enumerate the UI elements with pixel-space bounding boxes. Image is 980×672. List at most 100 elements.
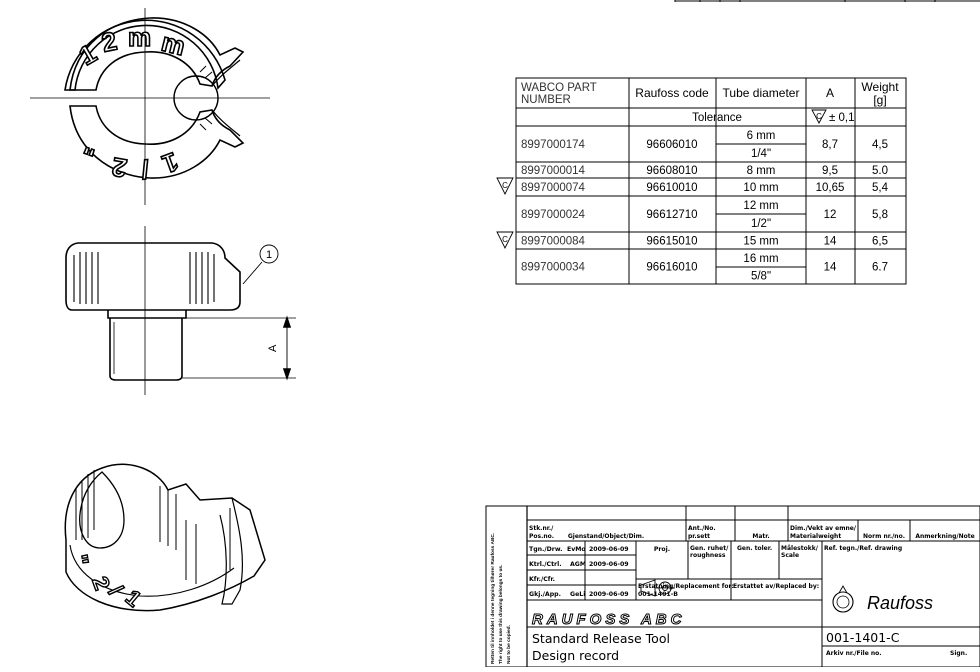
row-tube-diameter-inch: 5/8" [751,270,771,282]
row-part-number: 8997000074 [521,182,586,194]
drawing-number: 001-1401-C [826,630,900,645]
side-note-2: The right to use this drawing belongs to… [498,565,504,664]
row-tube-diameter: 12 mm [743,200,778,212]
top-view-text: 1 2 m m " 2 / 1 [73,21,189,185]
header-weight: Weight [861,80,899,94]
gen-toler-label: Gen. toler. [737,545,772,552]
tolerance-label: Tolerance [692,112,742,124]
sign-label: Sign. [950,650,967,657]
stk-nr-label: Stk.nr./ [529,525,554,532]
roughness-label: roughness [690,552,726,559]
header-weight-unit: [g] [873,93,886,107]
gkj-date: 2009-06-09 [589,591,629,598]
kfr-label: Kfr./Cfr. [529,576,555,583]
row-dimension-a: 8,7 [822,139,838,151]
pos-no-label: Pos.no. [529,533,554,540]
svg-text:": " [67,553,93,568]
side-view [65,226,296,395]
row-raufoss-code: 96612710 [646,209,697,221]
row-dimension-a: 10,65 [816,182,845,194]
matr-label: Matr. [752,533,769,540]
svg-text:1: 1 [121,585,146,612]
svg-text:2: 2 [99,26,119,58]
isometric-view [64,463,266,612]
row-raufoss-code: 96615010 [646,236,697,248]
row-tube-diameter: 8 mm [747,165,776,177]
ktrl-date: 2009-06-09 [589,561,629,568]
title-block-text: Retten til innholdet i denne tegning til… [490,525,975,664]
row-raufoss-code: 96616010 [646,262,697,274]
scale-label: Scale [781,552,799,559]
row-tube-diameter: 15 mm [743,236,778,248]
top-border-stub [674,0,980,2]
row-marker-2: C [502,235,508,244]
svg-text:2: 2 [110,152,129,184]
tgn-label: Tgn./Drw. [529,546,563,553]
company-logo-text: Raufoss [867,593,933,613]
svg-text:1: 1 [158,146,182,179]
row-weight: 5.0 [872,165,888,177]
row-tube-diameter-inch: 1/2" [751,218,771,230]
row-tube-diameter: 16 mm [743,253,778,265]
drawing-title-line2: Design record [532,648,619,663]
malestokk-label: Målestokk/ [781,545,819,552]
ref-tegn-label: Ref. tegn./Ref. drawing [824,545,902,552]
row-part-number: 8997000034 [521,262,586,274]
header-tube: Tube diameter [723,86,800,100]
tolerance-value: ± 0,1 [829,112,855,124]
row-weight: 5,8 [872,209,888,221]
svg-text:": " [80,130,102,162]
gjenstand-label: Gjenstand/Object/Dim. [568,533,644,540]
row-part-number: 8997000084 [521,236,586,248]
top-view [30,8,270,205]
svg-text:m: m [159,27,189,62]
row-weight: 4,5 [872,139,888,151]
row-part-number: 8997000014 [521,165,586,177]
arkiv-label: Arkiv nr./File no. [826,650,882,657]
svg-text:/: / [140,154,150,185]
norm-label: Norm nr./no. [863,533,905,540]
proj-label: Proj. [654,546,670,553]
erstattet-label: Erstattet av/Replaced by: [733,583,819,590]
ktrl-label: Ktrl./Ctrl. [529,561,562,568]
header-raufoss: Raufoss code [635,86,709,100]
tgn-name: EvMo [567,546,586,553]
row-dimension-a: 9,5 [822,165,838,177]
parts-table [496,77,907,285]
row-dimension-a: 14 [824,236,837,248]
pr-sett-label: pr.sett [688,533,710,540]
svg-text:1: 1 [74,38,102,71]
gkj-name: GeLi [570,591,585,598]
row-raufoss-code: 96606010 [646,139,697,151]
erstatning-label: Erstatning/Replacement for: [638,583,734,590]
row-dimension-a: 14 [824,262,837,274]
dim-vekt-label: Dim./Vekt av emne/ [790,525,857,532]
row-weight: 5,4 [872,182,889,194]
ktrl-name: AGM [570,561,586,568]
gen-ruhet-label: Gen. ruhet/ [690,545,729,552]
tgn-date: 2009-06-09 [589,546,629,553]
company-banner: RAUFOSS ABC [532,611,685,628]
side-note: Retten til innholdet i denne tegning til… [490,533,496,664]
row-weight: 6,5 [872,236,888,248]
row-marker-1: C [502,181,508,190]
row-dimension-a: 12 [824,209,837,221]
title-block [485,505,980,668]
header-part: WABCO PART [521,82,597,94]
row-part-number: 8997000174 [521,139,586,151]
row-part-number: 8997000024 [521,209,586,221]
isometric-text: 2 / 1 " [66,552,147,613]
row-tube-diameter: 6 mm [747,130,776,142]
balloon-number: 1 [266,249,272,261]
header-part-line2: NUMBER [521,94,571,106]
tolerance-symbol: C [816,112,822,121]
gkj-label: Gkj./App. [529,591,561,598]
erstatning-value: 001-1401-B [638,591,678,598]
side-note-3: Not to be copied. [506,625,512,664]
row-tube-diameter: 10 mm [743,182,778,194]
ant-no-label: Ant./No. [688,525,716,532]
dimension-a-label: A [267,344,279,352]
